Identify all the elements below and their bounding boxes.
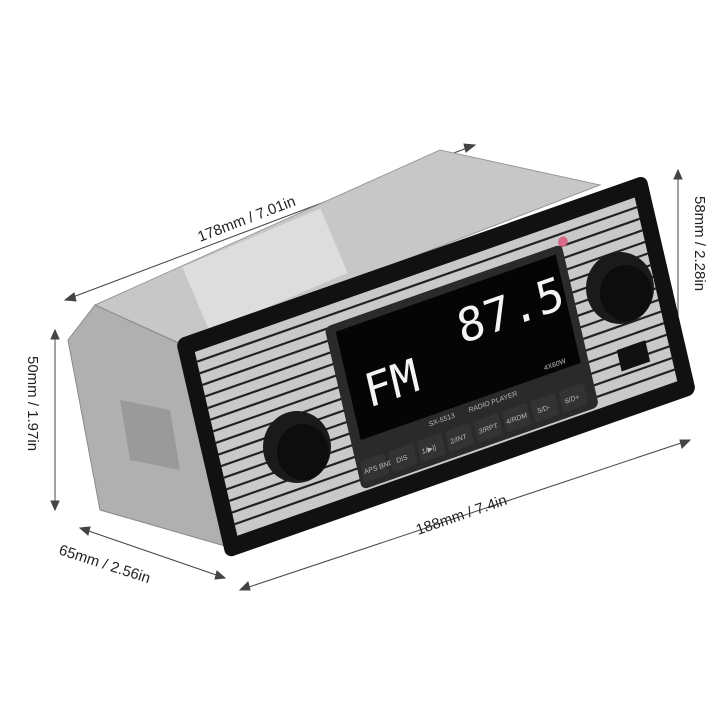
indicator-light [558, 236, 568, 247]
svg-text:5/D-: 5/D- [537, 404, 552, 415]
side-depth-line [79, 527, 226, 579]
front-height-label: 58mm / 2.28in [691, 196, 708, 291]
preset-1-button[interactable]: 1/▶|| [416, 433, 446, 463]
chassis-label-sticker [182, 208, 348, 332]
preset-buttons: APS BND DIS 1/▶|| 2/INT 3/RPT 4/RDM 5/D-… [360, 383, 589, 483]
preset-6-button[interactable]: 6/D+ [559, 383, 589, 413]
preset-3-button[interactable]: 3/RPT [473, 413, 503, 443]
preset-2-button[interactable]: 2/INT [445, 423, 475, 453]
tuning-knob[interactable] [586, 252, 654, 324]
front-width-line [239, 439, 691, 591]
display-screen [335, 254, 581, 441]
preset-4-button[interactable]: 4/RDM [502, 403, 532, 433]
svg-text:1/▶||: 1/▶|| [421, 444, 437, 456]
chassis-side-bracket [120, 400, 180, 470]
svg-text:6/D+: 6/D+ [564, 394, 580, 406]
dis-button[interactable]: DIS [388, 443, 418, 473]
svg-text:DIS: DIS [396, 454, 409, 465]
side-height-label: 50mm / 1.97in [24, 356, 41, 451]
volume-knob[interactable] [263, 411, 331, 483]
dimension-lines [50, 143, 692, 591]
aux-port [616, 340, 651, 372]
preset-5-button[interactable]: 5/D- [530, 393, 560, 423]
front-width-label: 188mm / 7.4in [414, 492, 509, 539]
aps-bnd-button[interactable]: APS BND [360, 451, 396, 483]
